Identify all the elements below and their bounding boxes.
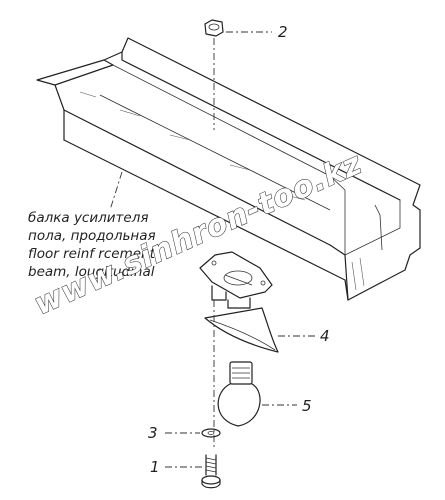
caption-line-2: пола, продольная: [28, 228, 156, 244]
lamp-socket: [199, 251, 273, 309]
lens-shade: [204, 307, 279, 353]
callout-4: 4: [320, 327, 330, 345]
screw-part: [201, 454, 221, 489]
beam-caption: балка усилителя пола, продольная floor r…: [28, 210, 156, 280]
caption-line-4: beam, lougitudinal: [28, 264, 155, 280]
caption-line-1: балка усилителя: [28, 210, 148, 226]
nut-part: [204, 19, 224, 37]
floor-beam: [36, 37, 421, 301]
caption-line-3: floor reinf rcement: [28, 246, 156, 262]
washer-part: [201, 428, 221, 438]
bulb-part: [217, 361, 261, 427]
callout-1: 1: [150, 458, 160, 476]
callout-3: 3: [148, 424, 158, 442]
caption-leader: [109, 171, 123, 211]
callout-5: 5: [302, 397, 312, 415]
callout-2: 2: [278, 23, 288, 41]
